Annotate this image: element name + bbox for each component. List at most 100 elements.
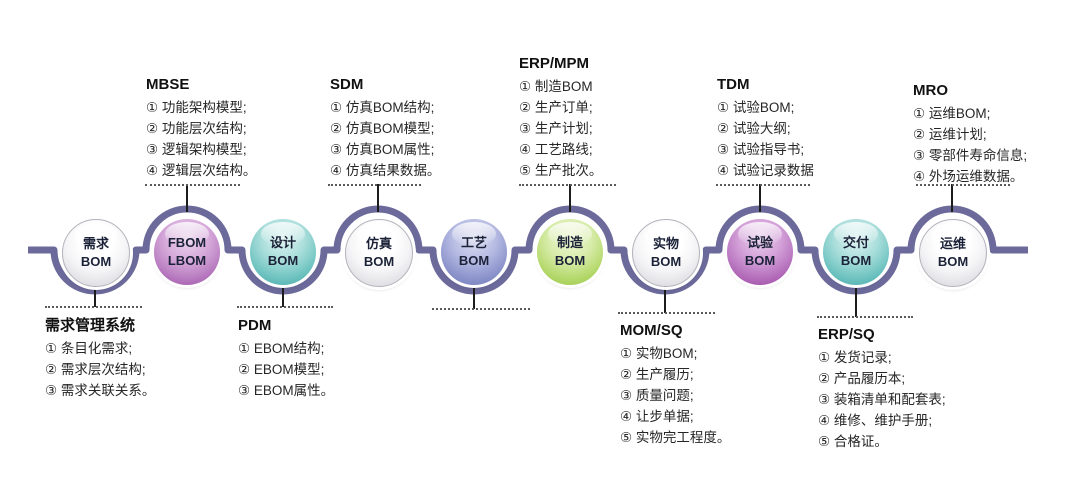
dotted-line-mom-sq: [618, 312, 715, 314]
dotted-line-mbse: [145, 184, 240, 186]
node-label: BOM: [363, 254, 395, 269]
node-label: 试验: [746, 235, 773, 250]
annotation-erp-sq-item: ① 发货记录;: [818, 350, 892, 365]
node-label: 交付: [842, 235, 869, 250]
annotation-mbse-item: ④ 逻辑层次结构。: [146, 163, 257, 178]
node-label: BOM: [650, 254, 682, 269]
annotation-tdm-item: ② 试验大纲;: [717, 121, 791, 136]
annotation-mbse-title: MBSE: [146, 76, 190, 93]
annotation-erp-sq: ERP/SQ ① 发货记录; ② 产品履历本; ③ 装箱清单和配套表; ④ 维修…: [818, 324, 946, 452]
annotation-erp-mpm-title: ERP/MPM: [519, 55, 590, 72]
connector-line-process: [473, 286, 475, 309]
node-label: FBOM: [167, 235, 207, 250]
annotation-erp-sq-title: ERP/SQ: [818, 326, 875, 343]
dotted-line-erp-mpm: [519, 184, 616, 186]
node-label: LBOM: [167, 253, 207, 268]
annotation-pdm-item: ② EBOM模型;: [238, 362, 325, 377]
annotation-sdm-item: ④ 仿真结果数据。: [330, 163, 441, 178]
node-label: 制造: [556, 235, 583, 250]
node-label: BOM: [80, 254, 112, 269]
connector-line-requirement-mgmt: [94, 286, 96, 307]
node-label: BOM: [458, 253, 490, 268]
annotation-mro-item: ② 运维计划;: [913, 127, 987, 142]
annotation-mbse-item: ② 功能层次结构;: [146, 121, 247, 136]
annotation-erp-mpm-item: ① 制造BOM: [519, 79, 593, 94]
annotation-sdm-title: SDM: [330, 76, 364, 93]
annotation-tdm-item: ④ 试验记录数据: [717, 163, 814, 178]
annotation-sdm-item: ③ 仿真BOM属性;: [330, 142, 435, 157]
annotation-tdm-item: ① 试验BOM;: [717, 100, 795, 115]
annotation-pdm: PDM ① EBOM结构; ② EBOM模型; ③ EBOM属性。: [238, 315, 334, 401]
node-fbom-lbom: FBOM LBOM: [154, 219, 220, 285]
annotation-erp-mpm-item: ② 生产订单;: [519, 100, 593, 115]
annotation-mro: MRO ① 运维BOM; ② 运维计划; ③ 零部件寿命信息; ④ 外场运维数据…: [913, 80, 1027, 187]
annotation-erp-mpm-item: ④ 工艺路线;: [519, 142, 593, 157]
node-simulation-bom: 仿真 BOM: [345, 219, 413, 287]
connector-line-tdm: [759, 184, 761, 212]
timeline-wave-path: [28, 205, 1028, 295]
node-design-bom: 设计 BOM: [250, 219, 316, 285]
annotation-pdm-item: ③ EBOM属性。: [238, 383, 335, 398]
connector-line-mbse: [186, 184, 188, 212]
annotation-requirement-mgmt-item: ③ 需求关联关系。: [45, 383, 156, 398]
node-label: BOM: [267, 253, 299, 268]
node-requirement-bom: 需求 BOM: [62, 219, 130, 287]
annotation-requirement-mgmt-title: 需求管理系统: [45, 317, 136, 334]
annotation-erp-sq-item: ③ 装箱清单和配套表;: [818, 392, 946, 407]
annotation-erp-sq-item: ② 产品履历本;: [818, 371, 906, 386]
annotation-mom-sq-item: ③ 质量问题;: [620, 388, 694, 403]
annotation-mro-item: ③ 零部件寿命信息;: [913, 148, 1028, 163]
node-process-bom: 工艺 BOM: [441, 219, 507, 285]
annotation-mom-sq-item: ① 实物BOM;: [620, 346, 698, 361]
annotation-mro-item: ① 运维BOM;: [913, 106, 991, 121]
annotation-sdm-item: ① 仿真BOM结构;: [330, 100, 435, 115]
node-label: BOM: [554, 253, 586, 268]
annotation-erp-mpm-item: ⑤ 生产批次。: [519, 163, 603, 178]
annotation-requirement-mgmt: 需求管理系统 ① 条目化需求; ② 需求层次结构; ③ 需求关联关系。: [45, 315, 155, 401]
dotted-line-sdm: [328, 184, 421, 186]
node-label: 仿真: [365, 236, 392, 251]
dotted-line-tdm: [716, 184, 810, 186]
annotation-requirement-mgmt-item: ② 需求层次结构;: [45, 362, 146, 377]
annotation-mro-title: MRO: [913, 82, 948, 99]
annotation-erp-sq-item: ④ 维修、维护手册;: [818, 413, 933, 428]
connector-line-erp-mpm: [569, 184, 571, 212]
dotted-line-erp-sq: [817, 316, 913, 318]
node-label: BOM: [937, 254, 969, 269]
connector-line-erp-sq: [855, 286, 857, 317]
node-manufacturing-bom: 制造 BOM: [537, 219, 603, 285]
connector-line-pdm: [282, 286, 284, 307]
node-label: BOM: [840, 253, 872, 268]
node-delivery-bom: 交付 BOM: [823, 219, 889, 285]
node-test-bom: 试验 BOM: [727, 219, 793, 285]
annotation-mom-sq: MOM/SQ ① 实物BOM; ② 生产履历; ③ 质量问题; ④ 让步单据; …: [620, 320, 730, 448]
connector-line-mro: [951, 184, 953, 212]
annotation-pdm-item: ① EBOM结构;: [238, 341, 325, 356]
node-physical-bom: 实物 BOM: [632, 219, 700, 287]
node-label: 需求: [82, 236, 109, 251]
annotation-erp-mpm-item: ③ 生产计划;: [519, 121, 593, 136]
dotted-line-requirement-mgmt: [45, 306, 142, 308]
node-label: BOM: [744, 253, 776, 268]
annotation-mom-sq-item: ④ 让步单据;: [620, 409, 694, 424]
annotation-mro-item: ④ 外场运维数据。: [913, 169, 1024, 184]
node-label: 运维: [939, 236, 966, 251]
connector-line-sdm: [377, 184, 379, 212]
annotation-sdm-item: ② 仿真BOM模型;: [330, 121, 435, 136]
dotted-line-mro: [916, 184, 1010, 186]
annotation-tdm-title: TDM: [717, 76, 750, 93]
node-maintenance-bom: 运维 BOM: [919, 219, 987, 287]
annotation-pdm-title: PDM: [238, 317, 272, 334]
annotation-requirement-mgmt-item: ① 条目化需求;: [45, 341, 133, 356]
annotation-tdm: TDM ① 试验BOM; ② 试验大纲; ③ 试验指导书; ④ 试验记录数据: [717, 74, 814, 181]
dotted-line-process: [432, 308, 530, 310]
node-label: 实物: [652, 236, 679, 251]
annotation-mom-sq-item: ② 生产履历;: [620, 367, 694, 382]
annotation-mbse: MBSE ① 功能架构模型; ② 功能层次结构; ③ 逻辑架构模型; ④ 逻辑层…: [146, 74, 256, 181]
annotation-mom-sq-title: MOM/SQ: [620, 322, 683, 339]
annotation-mbse-item: ① 功能架构模型;: [146, 100, 247, 115]
node-label: 工艺: [460, 235, 487, 250]
annotation-erp-mpm: ERP/MPM ① 制造BOM ② 生产订单; ③ 生产计划; ④ 工艺路线; …: [519, 53, 602, 181]
annotation-sdm: SDM ① 仿真BOM结构; ② 仿真BOM模型; ③ 仿真BOM属性; ④ 仿…: [330, 74, 440, 181]
